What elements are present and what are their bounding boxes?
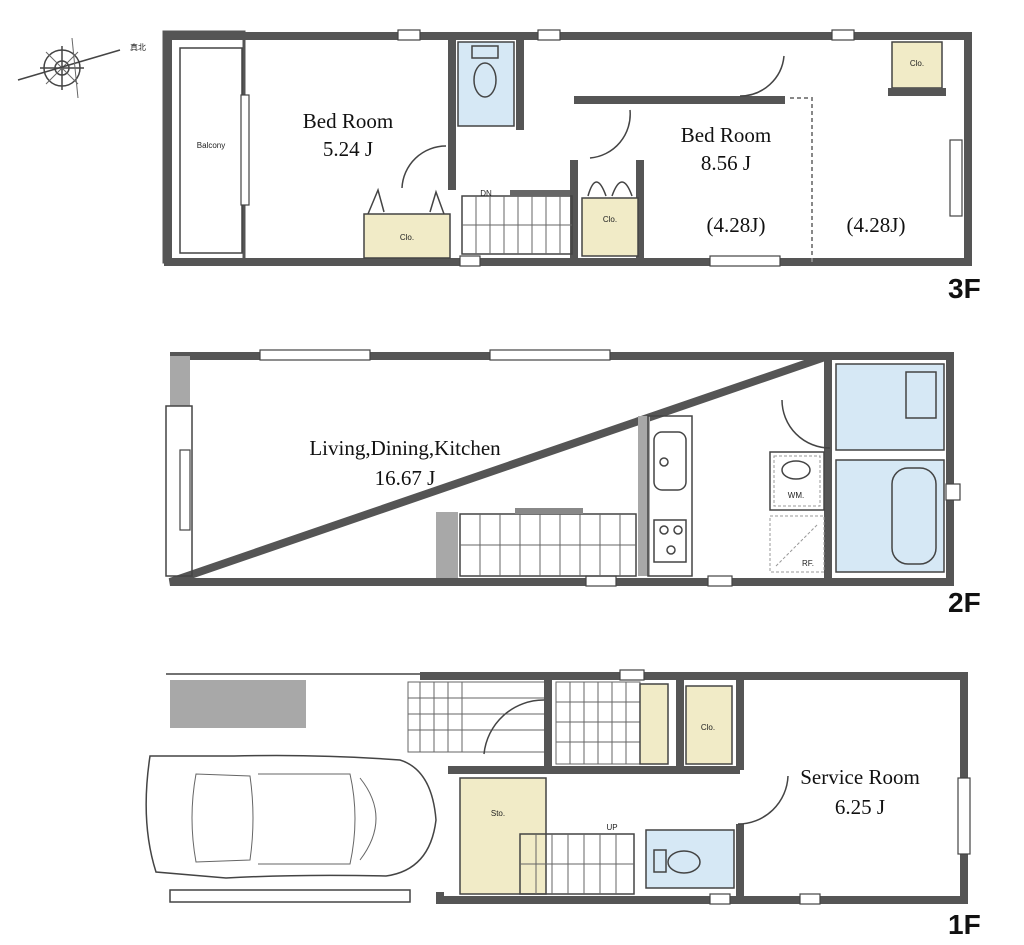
washing-machine-icon	[781, 460, 811, 480]
balcony-label: Balcony	[197, 141, 225, 150]
compass-rose-icon	[17, 37, 121, 99]
floor-3f-label: 3F	[948, 273, 981, 304]
stove-icon	[653, 519, 687, 563]
closet-1f-label: Clo.	[701, 723, 715, 732]
service-room-name: Service Room	[800, 765, 920, 789]
balcony-area	[179, 47, 243, 254]
fridge-space	[769, 515, 825, 573]
toilet-1f	[645, 829, 735, 889]
closet-3f-c-label: Clo.	[910, 59, 924, 68]
vanity-sink	[905, 371, 937, 419]
service-room-size: 6.25 J	[835, 795, 885, 819]
floor-3f: DN Bed Room 5.24 J Bed Room 8.56 J (4.28…	[162, 29, 981, 304]
compass-label: 真北	[130, 42, 146, 52]
stair-up-label: UP	[606, 823, 617, 832]
floor-1f-label: 1F	[948, 909, 981, 940]
closet-3f-a	[363, 213, 451, 259]
bed2-name: Bed Room	[681, 123, 771, 147]
floor-2f-label: 2F	[948, 587, 981, 618]
window-2f-left	[179, 449, 191, 531]
window-3f-3	[831, 29, 855, 41]
window-3f-4	[709, 255, 781, 267]
kitchen-sink	[653, 431, 687, 491]
bed2-size: 8.56 J	[701, 151, 751, 175]
bed2-split-right: (4.28J)	[847, 213, 906, 237]
closet-1f	[685, 685, 733, 765]
bed2-split-left: (4.28J)	[707, 213, 766, 237]
storage-1f-label: Sto.	[491, 809, 505, 818]
rf-label: RF.	[802, 559, 814, 568]
door-bed2-b[interactable]	[739, 55, 785, 97]
ldk-size: 16.67 J	[375, 466, 436, 490]
storage-1f	[459, 777, 547, 895]
column-2f	[436, 512, 458, 578]
door-wash[interactable]	[781, 399, 831, 449]
entrance-tiles	[407, 681, 641, 765]
bed1-size: 5.24 J	[323, 137, 373, 161]
closet-3f-a-label: Clo.	[400, 233, 414, 242]
closet-3f-b	[581, 197, 639, 257]
stairs-1f	[519, 833, 635, 895]
parking-pad	[170, 680, 306, 728]
door-bed1[interactable]	[401, 145, 447, 189]
ldk-name: Living,Dining,Kitchen	[309, 436, 501, 460]
door-service[interactable]	[737, 775, 789, 825]
floor-2f: Living,Dining,Kitchen 16.67 J WM. RF. 2F	[165, 349, 981, 618]
stairs-3f	[461, 190, 573, 255]
stairs-2f	[459, 508, 637, 577]
car-icon	[145, 754, 437, 879]
bathtub-icon	[891, 467, 937, 565]
closet-3f-b-label: Clo.	[603, 215, 617, 224]
washroom-2f	[835, 363, 945, 451]
bathroom-2f	[835, 459, 945, 573]
window-3f-5	[949, 139, 963, 217]
stair-dn-label: DN	[480, 189, 492, 198]
window-1f-right	[957, 777, 971, 855]
window-2f-2	[489, 349, 611, 361]
wm-label: WM.	[788, 491, 804, 500]
floor-1f: Service Room 6.25 J Clo. Sto. UP 1F	[145, 669, 981, 940]
bed1-name: Bed Room	[303, 109, 393, 133]
entrance-door[interactable]	[483, 699, 545, 755]
window-3f-1	[397, 29, 421, 41]
window-2f-1	[259, 349, 371, 361]
balcony-window	[240, 94, 250, 206]
kitchen-counter	[647, 415, 693, 577]
window-3f-2	[537, 29, 561, 41]
door-bed2-a[interactable]	[589, 109, 631, 159]
toilet-3f	[457, 41, 515, 127]
